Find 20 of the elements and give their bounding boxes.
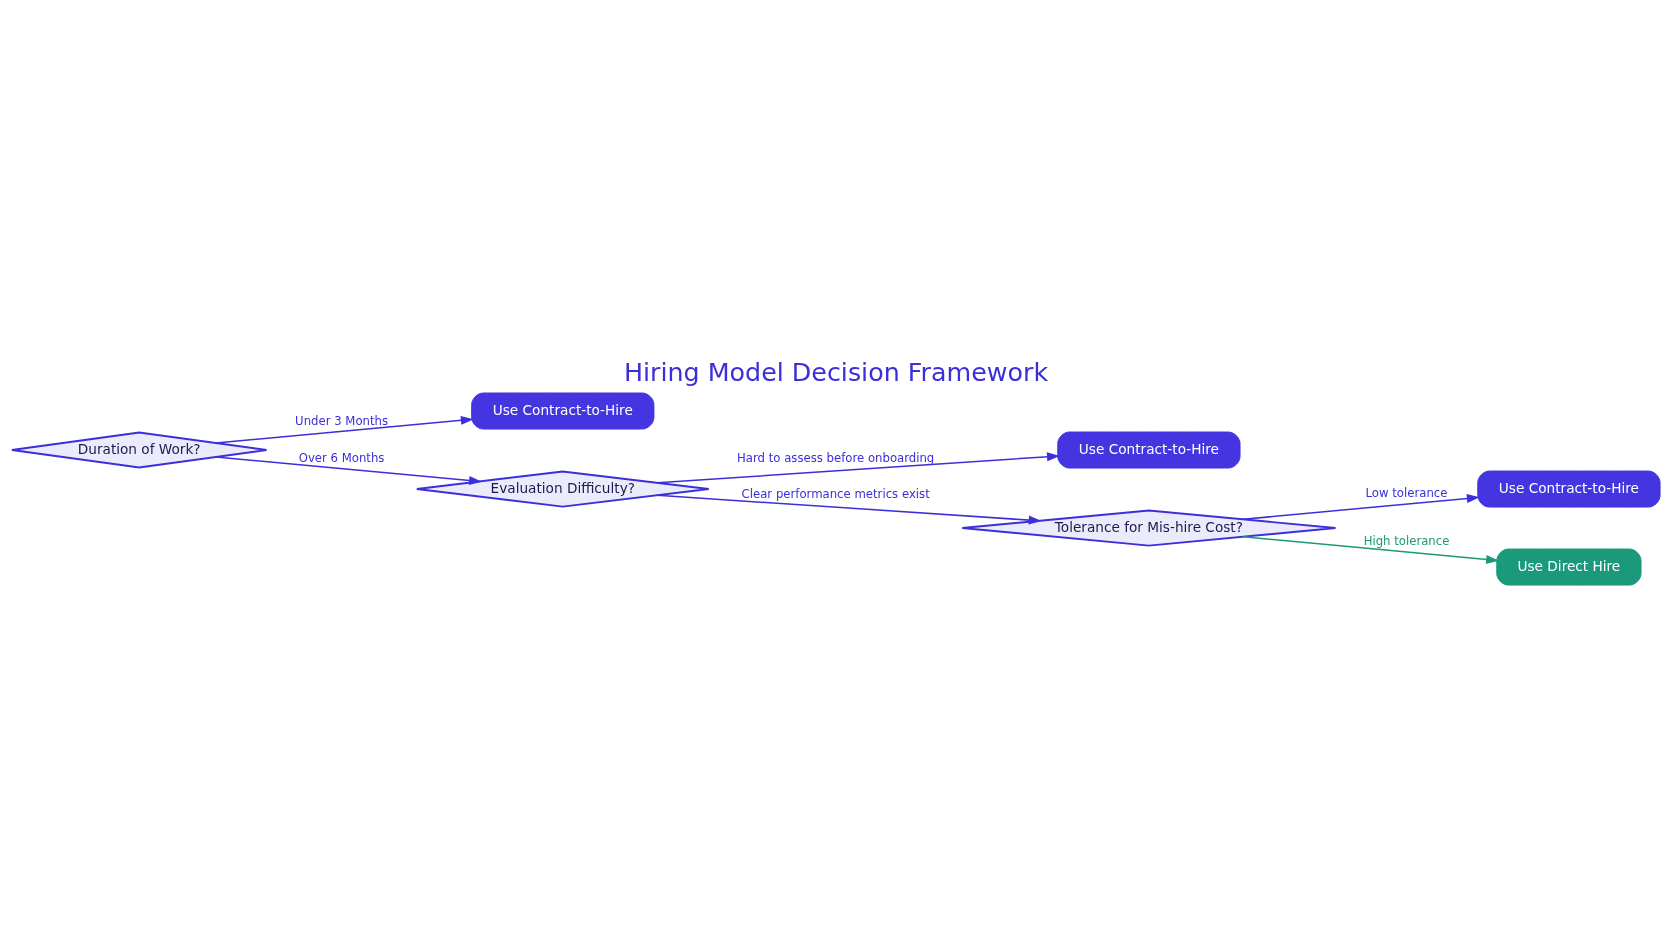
edge-label: Hard to assess before onboarding: [737, 450, 935, 465]
node-box: Use Contract-to-Hire: [1477, 470, 1661, 508]
arrow: [215, 415, 474, 444]
arrow: [656, 451, 1060, 484]
edge-label: Clear performance metrics exist: [741, 486, 930, 501]
edge-label: Under 3 Months: [295, 413, 389, 428]
edge-label: Over 6 Months: [298, 450, 385, 465]
node-diamond: Duration of Work?: [10, 431, 268, 469]
arrow: [215, 455, 482, 485]
node-diamond: Tolerance for Mis-hire Cost?: [961, 509, 1337, 547]
diagram-title: Hiring Model Decision Framework: [623, 356, 1049, 387]
arrow: [1242, 535, 1499, 564]
arrow: [1242, 493, 1480, 520]
node-box: Use Contract-to-Hire: [1057, 431, 1241, 469]
arrow: [656, 494, 1042, 525]
node-diamond: Evaluation Difficulty?: [415, 470, 710, 508]
edge-label: Low tolerance: [1365, 485, 1448, 500]
node-box: Use Direct Hire: [1496, 548, 1642, 586]
node-box: Use Contract-to-Hire: [471, 392, 655, 430]
edge-label: High tolerance: [1363, 533, 1450, 548]
